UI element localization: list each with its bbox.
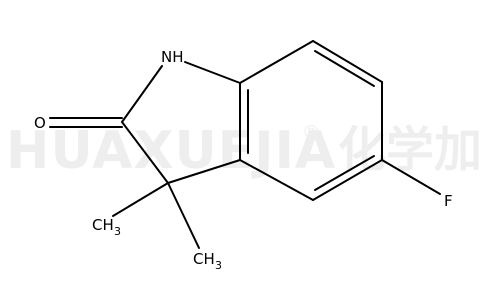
- atom-o-label: O: [34, 114, 46, 132]
- methyl-b-subscript: 3: [215, 259, 222, 272]
- watermark-registered: ®: [302, 122, 320, 143]
- bond-c3-c3a: [167, 159, 241, 184]
- bond-c7a-c7: [239, 40, 314, 84]
- bond-n1-c7a: [184, 61, 241, 84]
- bond-c5-c4: [312, 159, 383, 201]
- atom-nh-label: NH: [161, 48, 184, 66]
- bond-c3-methyl-b: [167, 182, 200, 249]
- bond-n1-c2: [121, 65, 163, 123]
- methyl-group-a: CH 3: [92, 216, 121, 238]
- methyl-a-base: CH: [92, 216, 114, 234]
- methyl-a-subscript: 3: [114, 225, 121, 238]
- bond-c7-c6-inner: [314, 50, 375, 87]
- methyl-group-b: CH 3: [193, 250, 222, 272]
- watermark-latin: HUAXUEJIA: [6, 121, 336, 181]
- bonds: [49, 40, 441, 249]
- bond-c4-c3a: [239, 159, 314, 201]
- watermark-cjk: 化学加: [338, 122, 482, 178]
- bond-c5-f: [381, 159, 441, 195]
- atom-f-label: F: [444, 192, 453, 210]
- bond-c7-c6: [312, 40, 383, 83]
- bond-c5-c4-inner: [314, 155, 375, 191]
- bond-c2-c3: [121, 121, 169, 184]
- bond-c3-methyl-a: [112, 182, 169, 217]
- watermark: HUAXUEJIA ® 化学加: [6, 121, 482, 181]
- methyl-b-base: CH: [193, 250, 215, 268]
- atom-labels: NH O F CH 3 CH 3: [34, 48, 453, 272]
